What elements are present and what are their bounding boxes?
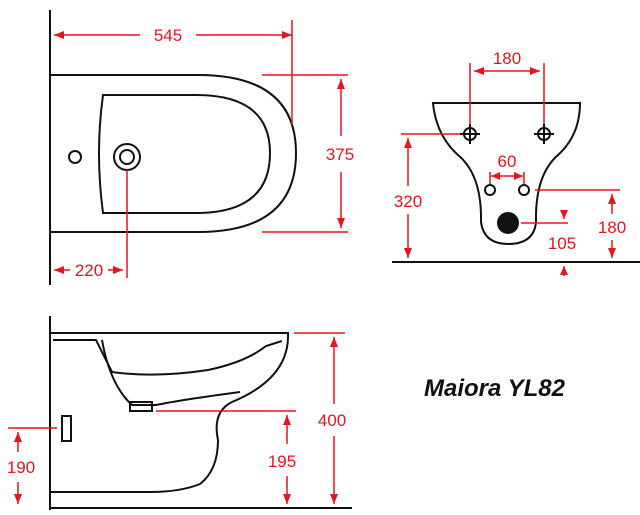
outlet-spigot <box>129 401 153 412</box>
dim-height-400: 400 <box>318 411 346 430</box>
side-view <box>49 316 352 510</box>
bidet-side-outline <box>50 332 290 493</box>
top-view-dimensions <box>54 20 348 278</box>
inlet-hole-right <box>518 184 530 196</box>
drain-outer <box>113 143 141 171</box>
tap-hole <box>68 150 82 164</box>
front-view-dimensions <box>401 63 620 276</box>
inlet-hole-left <box>484 184 496 196</box>
dim-outlet-height-195: 195 <box>268 452 296 471</box>
dim-inlet-height-180: 180 <box>598 218 626 237</box>
dim-width-375: 375 <box>326 145 354 164</box>
bidet-front-outline <box>431 102 582 246</box>
fixing-bracket <box>61 415 72 442</box>
bidet-side-inner-bowl <box>101 339 241 406</box>
dim-fixing-spacing-180: 180 <box>493 49 521 68</box>
dim-fixing-height-190: 190 <box>7 458 35 477</box>
model-title: Maiora YL82 <box>424 375 566 402</box>
dim-outlet-height-105: 105 <box>548 234 576 253</box>
dim-fixing-height-320: 320 <box>394 192 422 211</box>
outlet-hole <box>497 212 519 234</box>
dim-length-545: 545 <box>154 26 182 45</box>
dim-hole-offset-220: 220 <box>75 261 103 280</box>
front-view <box>392 102 640 263</box>
side-view-dimensions <box>8 332 345 504</box>
bidet-outer-outline <box>50 74 298 233</box>
dim-inlet-spacing-60: 60 <box>498 152 517 171</box>
top-view <box>49 10 298 285</box>
bidet-bowl-rim <box>98 94 272 214</box>
bidet-side-bowl <box>53 339 283 376</box>
drain-inner <box>119 149 135 165</box>
